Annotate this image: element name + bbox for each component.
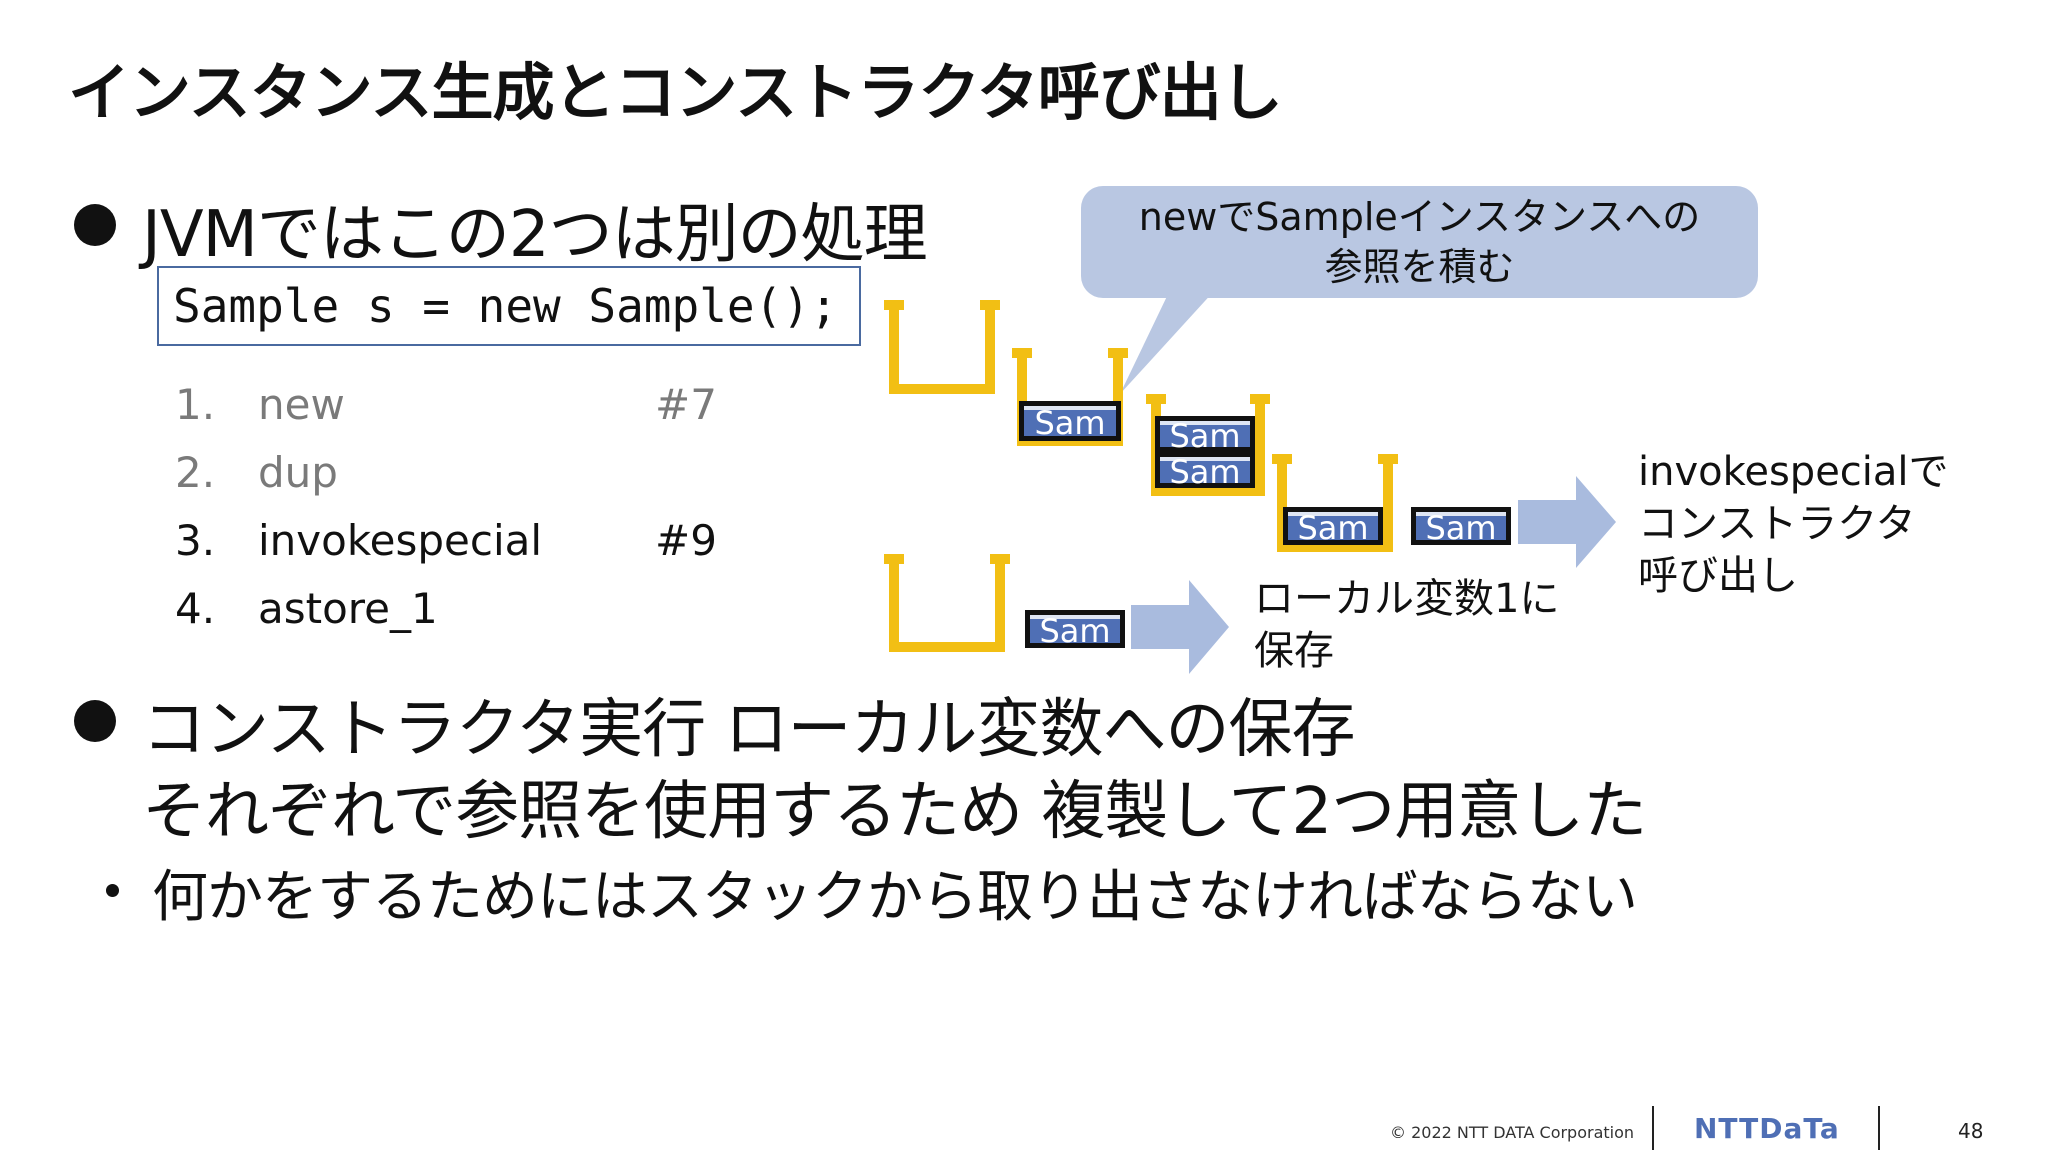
stack-cup-empty [884, 300, 1000, 394]
step-number: 3. [175, 516, 216, 565]
sample-ref-box: Sam [1025, 610, 1125, 648]
step-op: astore_1 [258, 584, 438, 633]
page-number: 48 [1958, 1119, 1984, 1143]
footer-divider [1652, 1106, 1654, 1150]
local-var-cup [884, 554, 1010, 652]
step-number: 2. [175, 448, 216, 497]
invoke-note: invokespecialで コンストラクタ 呼び出し [1638, 449, 1949, 599]
step-op: new [258, 380, 345, 429]
step-op: invokespecial [258, 516, 543, 565]
step-number: 4. [175, 584, 216, 633]
bullet-dot [74, 700, 116, 742]
stack-cup [1012, 348, 1128, 446]
bullet-dot [74, 204, 116, 246]
code-box: Sample s = new Sample(); [157, 266, 861, 346]
step-arg: #7 [655, 380, 717, 429]
sub-bullet: 何かをするためにはスタックから取り出さなければならない [152, 865, 1638, 930]
callout-bubble: newでSampleインスタンスへの 参照を積む [1081, 186, 1758, 298]
sample-ref-box: Sam [1019, 401, 1121, 441]
bullet-jvm: JVMではこの2つは別の処理 [142, 198, 928, 272]
sample-ref-box: Sam [1411, 507, 1511, 545]
arrow-right-icon [1518, 476, 1616, 568]
slide-title: インスタンス生成とコンストラクタ呼び出し [68, 56, 1283, 129]
step-number: 1. [175, 380, 216, 429]
code-text: Sample s = new Sample(); [173, 279, 838, 333]
store-note: ローカル変数1に 保存 [1254, 576, 1560, 674]
callout-line: newでSampleインスタンスへの [1138, 195, 1701, 239]
bullet-constructor: コンストラクタ実行 ローカル変数への保存 [142, 693, 1356, 767]
sub-bullet-dot [106, 884, 119, 897]
ntt-data-logo: NTTDaTa [1694, 1112, 1840, 1145]
callout-line: 参照を積む [1324, 245, 1515, 289]
footer-divider [1878, 1106, 1880, 1150]
copyright: © 2022 NTT DATA Corporation [1390, 1123, 1635, 1142]
sample-ref-box: Sam [1155, 452, 1255, 488]
sample-ref-box: Sam [1283, 507, 1383, 545]
step-op: dup [258, 448, 338, 497]
step-arg: #9 [655, 516, 717, 565]
stack-cup [1272, 454, 1398, 552]
sample-ref-box: Sam [1155, 416, 1255, 452]
arrow-right-icon [1131, 580, 1229, 674]
callout-pointer [1120, 290, 1215, 394]
bullet-constructor-line2: それぞれで参照を使用するため 複製して2つ用意した [142, 775, 1647, 849]
